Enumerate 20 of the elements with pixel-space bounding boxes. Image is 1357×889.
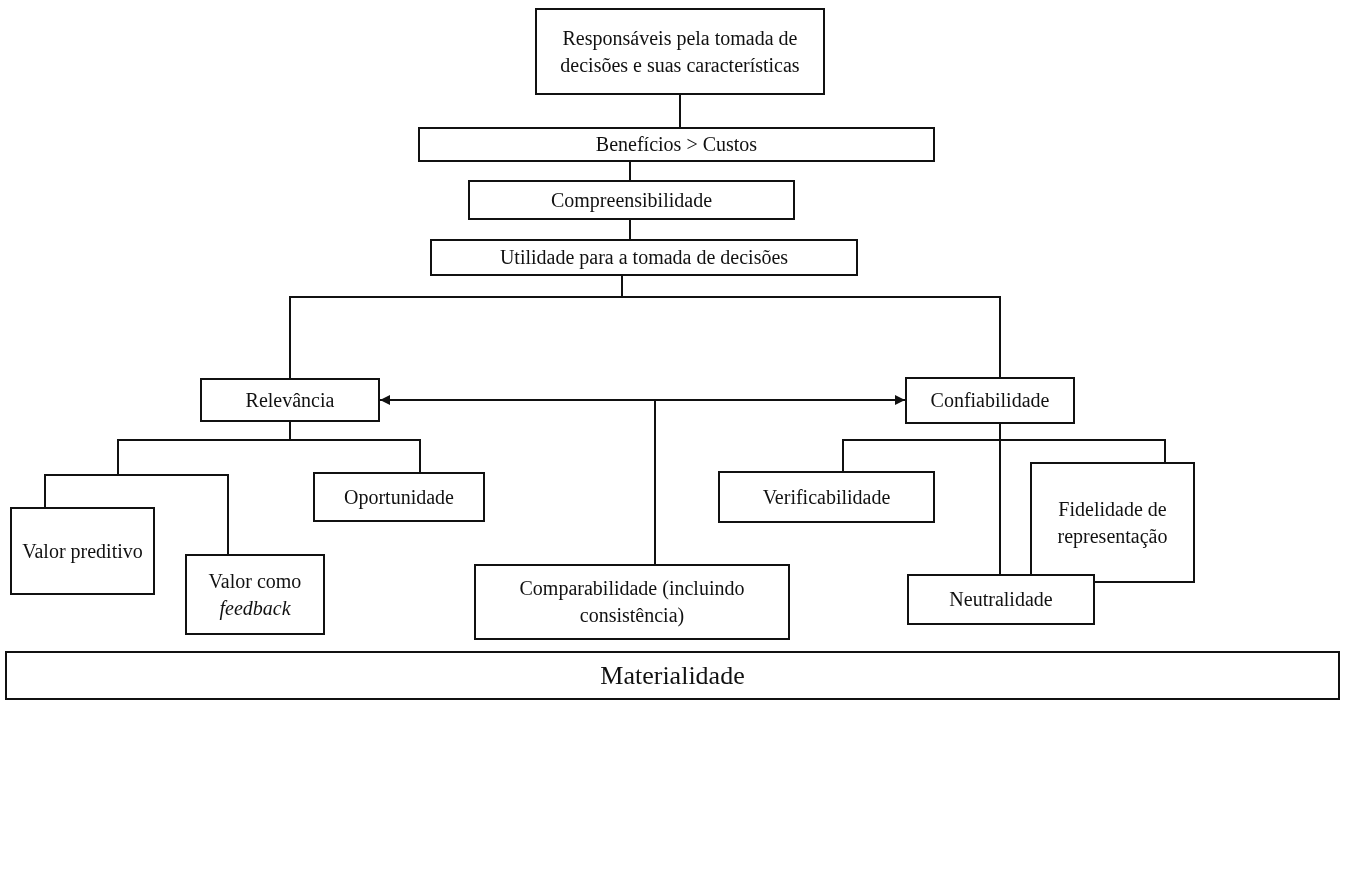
concept-box: Oportunidade (313, 472, 485, 522)
connector-line (999, 423, 1001, 575)
connector-line (629, 161, 631, 181)
concept-box: Relevância (200, 378, 380, 422)
concept-box: Valor preditivo (10, 507, 155, 595)
concept-box: Valor como feedback (185, 554, 325, 635)
concept-box: Utilidade para a tomada de decisões (430, 239, 858, 276)
concept-box: Confiabilidade (905, 377, 1075, 424)
concept-box: Benefícios > Custos (418, 127, 935, 162)
arrow (379, 395, 906, 405)
concept-box: Fidelidade de representação (1030, 462, 1195, 583)
connector-line (654, 399, 656, 565)
concept-box: Comparabilidade (incluindo consistência) (474, 564, 790, 640)
concept-box: Verificabilidade (718, 471, 935, 523)
concept-box: Neutralidade (907, 574, 1095, 625)
concept-box: Responsáveis pela tomada de decisões e suas características (535, 8, 825, 95)
banner-box: Materialidade (5, 651, 1340, 700)
concept-box: Compreensibilidade (468, 180, 795, 220)
connector-line (629, 219, 631, 240)
connector-line (679, 94, 681, 128)
